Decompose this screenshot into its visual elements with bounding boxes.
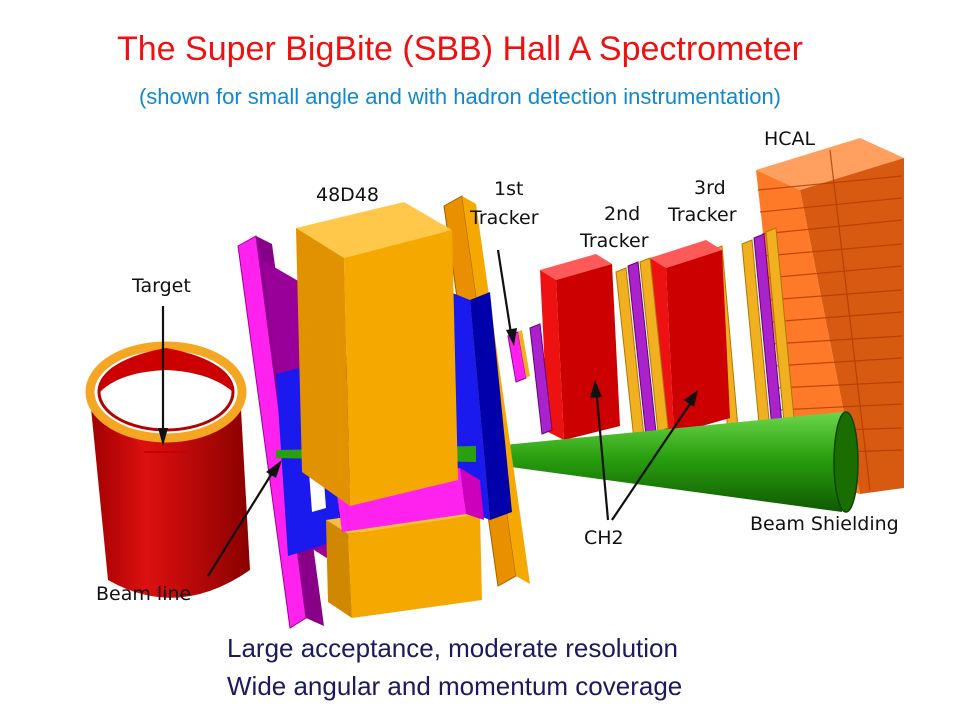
- footer-line-2: Wide angular and momentum coverage: [227, 671, 683, 701]
- label-tracker1-line1: 1st: [494, 178, 523, 200]
- label-tracker3-line2: Tracker: [667, 204, 737, 226]
- footer-line-1: Large acceptance, moderate resolution: [227, 633, 678, 663]
- label-magnet: 48D48: [316, 184, 379, 206]
- label-ch2: CH2: [584, 527, 624, 549]
- beam-shielding-cone: [474, 411, 859, 513]
- label-tracker3-line1: 3rd: [694, 177, 726, 199]
- page-title: The Super BigBite (SBB) Hall A Spectrome…: [117, 30, 803, 68]
- label-beam-line: Beam line: [96, 583, 191, 605]
- label-hcal: HCAL: [764, 128, 816, 150]
- label-target: Target: [131, 275, 191, 297]
- tracker-2-box: [529, 254, 620, 440]
- magnet-48d48: [296, 202, 484, 618]
- label-tracker1-line2: Tracker: [469, 207, 539, 229]
- target-chamber: [85, 341, 250, 598]
- label-tracker2-line1: 2nd: [604, 203, 640, 225]
- annotation-arrows: [158, 249, 698, 577]
- label-tracker2-line2: Tracker: [579, 230, 649, 252]
- tracker-3-box: [650, 240, 730, 434]
- page-subtitle: (shown for small angle and with hadron d…: [138, 84, 782, 109]
- tracker-2-plates: [615, 257, 669, 441]
- label-beam-shielding: Beam Shielding: [750, 513, 899, 535]
